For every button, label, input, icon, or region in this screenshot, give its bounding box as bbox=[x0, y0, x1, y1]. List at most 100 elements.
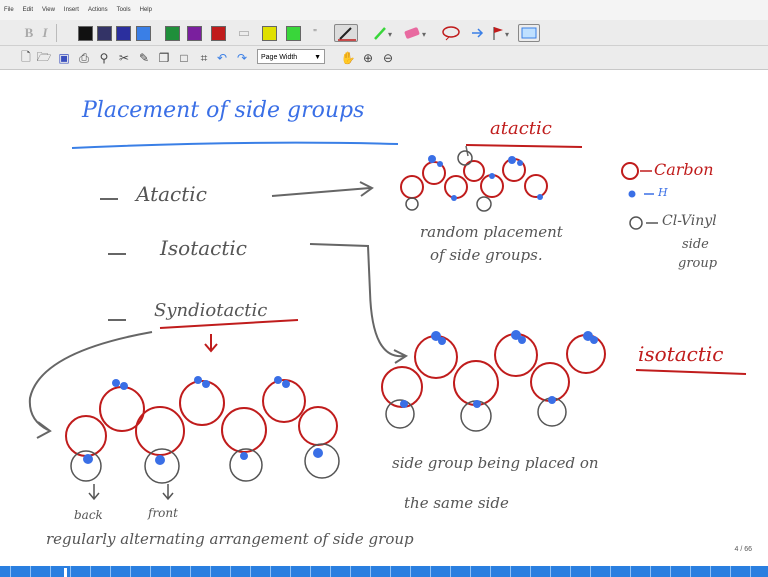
bar-tick bbox=[590, 566, 591, 577]
syndiotactic-caption: regularly alternating arrangement of sid… bbox=[46, 530, 414, 548]
bar-tick bbox=[510, 566, 511, 577]
front-label: front bbox=[148, 506, 178, 520]
bar-tick bbox=[190, 566, 191, 577]
bar-tick bbox=[550, 566, 551, 577]
bar-tick bbox=[410, 566, 411, 577]
color-swatch-purple[interactable] bbox=[187, 26, 202, 41]
bar-tick bbox=[710, 566, 711, 577]
note-title: Placement of side groups bbox=[82, 98, 365, 123]
bar-tick bbox=[690, 566, 691, 577]
toolbar-divider bbox=[56, 24, 57, 42]
zoom-select[interactable]: Page Width ▼ bbox=[257, 49, 325, 64]
open-icon[interactable]: 🗁 bbox=[36, 49, 52, 64]
search-icon[interactable]: ⚲ bbox=[99, 51, 109, 65]
color-swatch-red[interactable] bbox=[211, 26, 226, 41]
color-swatch-blue[interactable] bbox=[116, 26, 131, 41]
legend-h: H bbox=[658, 186, 668, 199]
bar-tick bbox=[750, 566, 751, 577]
bar-tick bbox=[450, 566, 451, 577]
list-item-isotactic: Isotactic bbox=[160, 236, 248, 260]
insert-space-icon[interactable] bbox=[470, 24, 484, 42]
redo-icon[interactable]: ↷ bbox=[236, 51, 248, 65]
select-icon[interactable]: ⌗ bbox=[200, 50, 208, 65]
color-swatch-yellow[interactable] bbox=[262, 26, 277, 41]
bar-tick bbox=[470, 566, 471, 577]
isotactic-label: isotactic bbox=[638, 342, 724, 366]
lasso-icon[interactable] bbox=[440, 24, 466, 42]
bar-tick bbox=[290, 566, 291, 577]
atactic-caption-line2: of side groups. bbox=[430, 246, 543, 264]
pen-tool-icon[interactable] bbox=[334, 24, 358, 42]
isotactic-caption-line2: the same side bbox=[404, 494, 509, 512]
bar-tick bbox=[390, 566, 391, 577]
quote-icon[interactable]: " bbox=[313, 27, 317, 39]
zoom-out-icon[interactable]: ⊖ bbox=[382, 51, 394, 65]
menu-edit[interactable]: Edit bbox=[22, 7, 34, 13]
current-page-marker[interactable] bbox=[64, 568, 67, 577]
eraser-swatch-icon[interactable]: ▭ bbox=[237, 25, 251, 40]
bar-tick bbox=[30, 566, 31, 577]
list-item-atactic: Atactic bbox=[136, 182, 207, 206]
menu-help[interactable]: Help bbox=[139, 7, 152, 13]
copy-icon[interactable]: ❐ bbox=[158, 51, 170, 65]
chevron-down-icon: ▼ bbox=[314, 54, 321, 61]
bar-tick bbox=[50, 566, 51, 577]
standard-toolbar: 🗋 🗁 ▣ ⎙ ⚲ ✂ ✎ ❐ □ ⌗ ↶ ↷ Page Width ▼ ✋ ⊕… bbox=[0, 46, 768, 70]
menu-view[interactable]: View bbox=[42, 7, 55, 13]
highlighter-icon[interactable]: ▾ bbox=[370, 24, 396, 42]
bar-tick bbox=[250, 566, 251, 577]
page-navigation-bar[interactable] bbox=[0, 566, 768, 577]
bar-tick bbox=[10, 566, 11, 577]
bar-tick bbox=[330, 566, 331, 577]
bar-tick bbox=[370, 566, 371, 577]
bar-tick bbox=[310, 566, 311, 577]
flag-icon[interactable]: ▾ bbox=[490, 24, 512, 42]
pen-toolbar: B I ▭ " ▾ ▾ ▾ bbox=[0, 20, 768, 46]
bar-tick bbox=[730, 566, 731, 577]
bar-tick bbox=[270, 566, 271, 577]
note-canvas[interactable]: Placement of side groups Atactic Isotact… bbox=[0, 70, 768, 566]
paste-icon[interactable]: □ bbox=[180, 51, 188, 65]
legend-carbon: Carbon bbox=[654, 160, 714, 179]
screen-tool-icon[interactable] bbox=[518, 24, 540, 42]
menu-file[interactable]: File bbox=[4, 7, 14, 13]
print-icon[interactable]: ⎙ bbox=[79, 50, 89, 65]
zoom-in-icon[interactable]: ⊕ bbox=[362, 51, 374, 65]
back-label: back bbox=[74, 508, 103, 522]
isotactic-caption-line1: side group being placed on bbox=[392, 454, 599, 472]
color-swatch-black[interactable] bbox=[78, 26, 93, 41]
color-swatch-bright-green[interactable] bbox=[286, 26, 301, 41]
new-page-icon[interactable]: 🗋 bbox=[21, 49, 31, 64]
bar-tick bbox=[110, 566, 111, 577]
bar-tick bbox=[610, 566, 611, 577]
hand-pan-icon[interactable]: ✋ bbox=[340, 51, 356, 65]
save-icon[interactable]: ▣ bbox=[58, 51, 70, 65]
ink-drawing bbox=[28, 141, 747, 501]
bar-tick bbox=[210, 566, 211, 577]
menu-insert[interactable]: Insert bbox=[63, 7, 79, 13]
svg-text:▾: ▾ bbox=[422, 30, 426, 39]
italic-icon[interactable]: I bbox=[42, 25, 48, 40]
menu-bar: File Edit View Insert Actions Tools Help bbox=[0, 0, 768, 20]
bar-tick bbox=[230, 566, 231, 577]
undo-icon[interactable]: ↶ bbox=[216, 51, 228, 65]
bar-tick bbox=[630, 566, 631, 577]
bar-tick bbox=[350, 566, 351, 577]
bold-icon[interactable]: B bbox=[24, 25, 34, 40]
eraser-icon[interactable]: ▾ bbox=[402, 24, 432, 42]
atactic-label: atactic bbox=[490, 118, 552, 139]
list-item-syndiotactic: Syndiotactic bbox=[154, 300, 268, 321]
bar-tick bbox=[570, 566, 571, 577]
bar-tick bbox=[70, 566, 71, 577]
atactic-caption-line1: random placement bbox=[420, 223, 563, 241]
bar-tick bbox=[430, 566, 431, 577]
color-swatch-green[interactable] bbox=[165, 26, 180, 41]
color-swatch-navy[interactable] bbox=[97, 26, 112, 41]
legend-side-group: Cl-Vinyl bbox=[662, 213, 717, 229]
menu-tools[interactable]: Tools bbox=[116, 7, 131, 13]
menu-actions[interactable]: Actions bbox=[87, 7, 108, 13]
cut-icon[interactable]: ✂ bbox=[118, 51, 130, 65]
svg-text:▾: ▾ bbox=[505, 30, 509, 39]
color-swatch-light-blue[interactable] bbox=[136, 26, 151, 41]
pen-small-icon[interactable]: ✎ bbox=[138, 51, 150, 65]
